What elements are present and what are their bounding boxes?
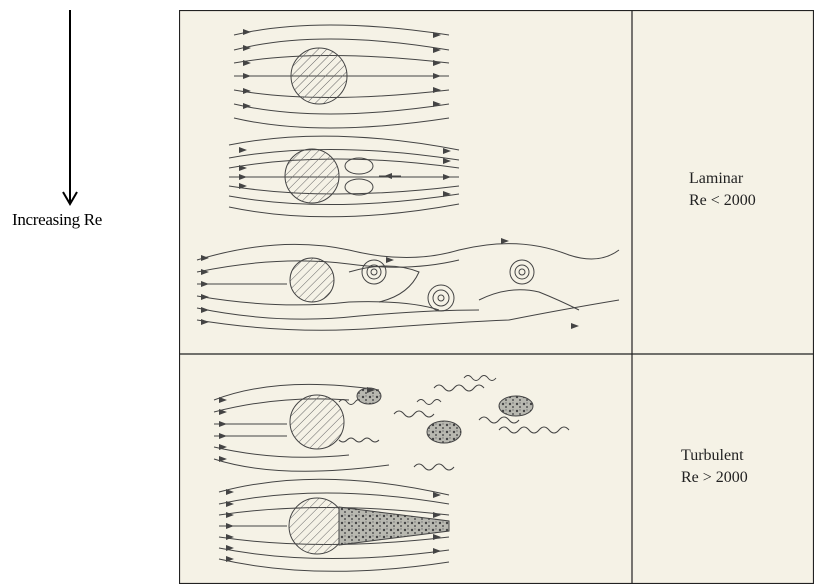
flow-regime-panel: Laminar Re < 2000 Turbulent Re > 2000 — [179, 10, 814, 584]
turbulent-label: Turbulent Re > 2000 — [681, 445, 748, 489]
increasing-re-label: Increasing Re — [12, 210, 102, 230]
increasing-re-arrow — [60, 10, 80, 206]
sketch-attached-flow — [234, 25, 449, 128]
laminar-label: Laminar Re < 2000 — [689, 168, 756, 212]
sketch-vortex-street — [197, 238, 619, 330]
sketch-twin-vortices — [229, 136, 459, 217]
sketch-turbulent-wake — [219, 479, 449, 571]
turbulent-name: Turbulent — [681, 445, 748, 467]
laminar-name: Laminar — [689, 168, 756, 190]
panel-border — [180, 11, 814, 584]
sketch-turbulent-separation — [214, 376, 569, 472]
turbulent-condition: Re > 2000 — [681, 467, 748, 489]
flow-sketches — [179, 10, 814, 584]
laminar-condition: Re < 2000 — [689, 190, 756, 212]
